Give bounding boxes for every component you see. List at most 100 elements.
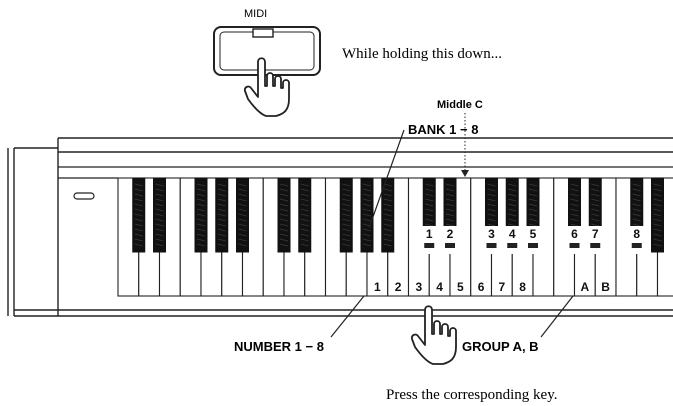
black-key-texture bbox=[238, 188, 247, 192]
group-leader bbox=[540, 295, 574, 338]
black-key-texture bbox=[342, 218, 351, 222]
midi-button[interactable] bbox=[213, 26, 321, 76]
black-key-texture bbox=[632, 188, 641, 192]
pointing-hand-icon bbox=[243, 57, 290, 117]
black-key-texture bbox=[487, 203, 496, 207]
black-key-texture bbox=[300, 188, 309, 192]
bank-key-mark bbox=[486, 243, 497, 248]
black-key-texture bbox=[383, 228, 392, 232]
black-key-texture bbox=[238, 233, 247, 237]
black-key-texture bbox=[508, 188, 517, 192]
black-key-texture bbox=[196, 228, 206, 232]
black-key-texture bbox=[196, 188, 206, 192]
bank-callout: BANK 1 − 8 bbox=[408, 122, 478, 137]
black-key-texture bbox=[279, 193, 289, 197]
black-key-texture bbox=[508, 208, 517, 212]
black-key-texture bbox=[445, 208, 455, 212]
black-key-texture bbox=[362, 243, 372, 247]
black-key-texture bbox=[632, 193, 641, 197]
bank-leader bbox=[368, 129, 405, 229]
black-key-texture bbox=[362, 228, 372, 232]
black-key-texture bbox=[508, 213, 517, 217]
black-key-texture bbox=[279, 203, 289, 207]
black-key-texture bbox=[238, 213, 247, 217]
black-key-texture bbox=[279, 238, 289, 242]
bank-key-mark bbox=[569, 243, 580, 248]
black-key-texture bbox=[155, 223, 164, 227]
black-key-texture bbox=[196, 223, 206, 227]
black-key-texture bbox=[196, 213, 206, 217]
bank-key-mark bbox=[424, 243, 435, 248]
black-key-texture bbox=[217, 188, 226, 192]
black-key-texture bbox=[425, 213, 434, 217]
black-key-texture bbox=[300, 243, 309, 247]
black-key-texture bbox=[196, 208, 206, 212]
press-caption: Press the corresponding key. bbox=[386, 387, 558, 403]
black-key-texture bbox=[528, 198, 538, 202]
black-key-texture bbox=[362, 233, 372, 237]
hold-caption: While holding this down... bbox=[342, 46, 502, 62]
black-key-texture bbox=[487, 188, 496, 192]
black-key-texture bbox=[632, 183, 641, 187]
black-key-texture bbox=[342, 188, 351, 192]
bank-key-mark bbox=[528, 243, 538, 248]
black-key-texture bbox=[217, 198, 226, 202]
black-key-texture bbox=[632, 218, 641, 222]
black-key-texture bbox=[528, 193, 538, 197]
black-key-texture bbox=[300, 238, 309, 242]
black-key-texture bbox=[134, 213, 143, 217]
pointing-hand-icon bbox=[410, 305, 457, 365]
black-key-texture bbox=[487, 193, 496, 197]
black-key-texture bbox=[425, 193, 434, 197]
black-key-texture bbox=[279, 188, 289, 192]
bank-key-label: 8 bbox=[633, 227, 640, 241]
black-key-texture bbox=[508, 193, 517, 197]
black-key-texture bbox=[653, 228, 662, 232]
black-key-texture bbox=[508, 198, 517, 202]
black-key-texture bbox=[383, 238, 392, 242]
black-key-texture bbox=[217, 193, 226, 197]
black-key-texture bbox=[362, 238, 372, 242]
black-key-texture bbox=[425, 183, 434, 187]
black-key-texture bbox=[445, 198, 455, 202]
black-key-texture bbox=[279, 243, 289, 247]
number-key-label: 5 bbox=[457, 280, 464, 294]
black-key-texture bbox=[238, 203, 247, 207]
black-key-texture bbox=[134, 188, 143, 192]
black-key-texture bbox=[425, 203, 434, 207]
black-key-texture bbox=[300, 198, 309, 202]
group-callout: GROUP A, B bbox=[462, 339, 539, 354]
bank-key-label: 7 bbox=[592, 227, 599, 241]
black-key-texture bbox=[362, 198, 372, 202]
black-key-texture bbox=[570, 203, 579, 207]
black-key-texture bbox=[591, 208, 600, 212]
black-key-texture bbox=[383, 198, 392, 202]
black-key-texture bbox=[238, 218, 247, 222]
black-key-texture bbox=[528, 213, 538, 217]
black-key-texture bbox=[300, 183, 309, 187]
midi-button-label: MIDI bbox=[244, 8, 267, 20]
black-key-texture bbox=[487, 198, 496, 202]
black-key-texture bbox=[342, 233, 351, 237]
black-key-texture bbox=[279, 208, 289, 212]
black-key-texture bbox=[508, 183, 517, 187]
bank-key-label: 6 bbox=[571, 227, 578, 241]
black-key-texture bbox=[134, 218, 143, 222]
black-key-texture bbox=[383, 223, 392, 227]
number-key-label: 1 bbox=[374, 280, 381, 294]
middle-c-arrow bbox=[461, 170, 469, 177]
black-key-texture bbox=[591, 218, 600, 222]
black-key-texture bbox=[570, 198, 579, 202]
black-key-texture bbox=[300, 228, 309, 232]
black-key-texture bbox=[362, 213, 372, 217]
black-key-texture bbox=[342, 198, 351, 202]
number-callout: NUMBER 1 − 8 bbox=[234, 339, 324, 354]
black-key-texture bbox=[591, 183, 600, 187]
black-key-texture bbox=[528, 188, 538, 192]
black-key-texture bbox=[591, 188, 600, 192]
black-key-texture bbox=[300, 203, 309, 207]
black-key-texture bbox=[279, 223, 289, 227]
black-key-texture bbox=[279, 213, 289, 217]
